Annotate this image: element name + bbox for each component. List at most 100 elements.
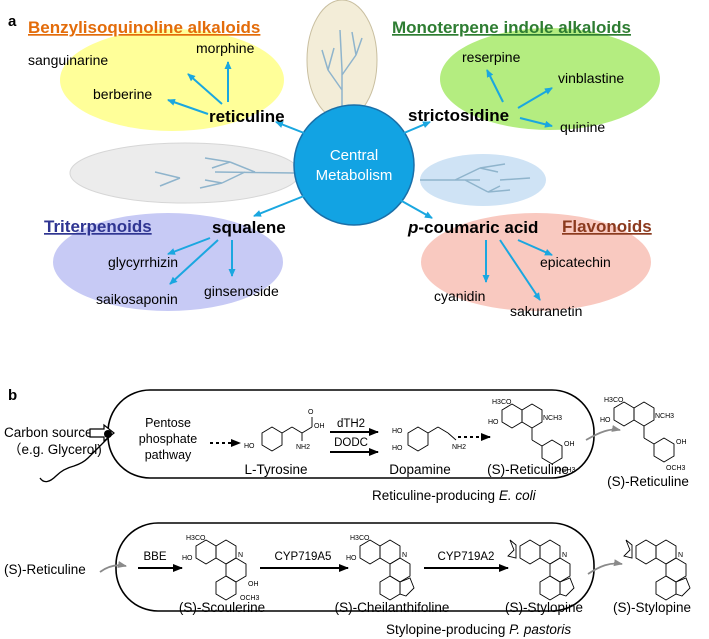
reticuline-outer-h3co: H3CO <box>604 397 624 404</box>
caption-ecoli-prefix: Reticuline-producing <box>372 488 499 503</box>
tyrosine-structure <box>261 417 313 452</box>
hub-coumaric-italic: p <box>407 218 418 237</box>
panel-b-label: b <box>8 387 17 404</box>
pentose-line1: Pentose <box>145 416 191 430</box>
hub-coumaric-acid: p-coumaric acid <box>407 218 538 237</box>
reticuline-outer-och3: OCH3 <box>666 465 686 472</box>
hub-strictosidine: strictosidine <box>408 106 509 125</box>
arrow-strictosidine-reserpine <box>486 69 504 103</box>
panel-a-label: a <box>8 13 17 30</box>
reticuline-inner-structure <box>501 403 563 465</box>
transporter-tail <box>39 437 109 483</box>
label-stylopine-inner: (S)-Stylopine <box>505 600 583 615</box>
arrow-strictosidine-quinine <box>519 117 553 128</box>
import-arrow-reticuline <box>99 561 127 573</box>
reticuline-inner-och3: OCH3 <box>556 467 576 474</box>
arrow-reticuline-sanguinarine <box>187 73 223 105</box>
product-morphine: morphine <box>196 40 255 56</box>
category-benzylisoquinoline: Benzylisoquinoline alkaloids <box>28 18 260 37</box>
scoulerine-och3: OCH3 <box>240 595 260 602</box>
central-label-line1: Central <box>330 147 378 164</box>
caption-ecoli-organism: E. coli <box>499 488 537 503</box>
hub-coumaric-rest: -coumaric acid <box>418 218 538 237</box>
central-label-line2: Metabolism <box>316 167 393 184</box>
scoulerine-h3co: H3CO <box>186 535 206 542</box>
product-sanguinarine: sanguinarine <box>28 52 108 68</box>
reticuline-inner-h3co: H3CO <box>492 399 512 406</box>
stylopine-outer-n: N <box>678 552 683 559</box>
dopamine-structure <box>407 426 457 452</box>
label-cheilanthifoline: (S)-Cheilanthifoline <box>335 600 450 615</box>
caption-ecoli: Reticuline-producing E. coli <box>372 488 537 503</box>
reticuline-outer-ho: HO <box>600 417 611 424</box>
pentose-line2: phosphate <box>139 432 197 446</box>
monoterpene-ellipse <box>440 28 660 130</box>
hub-reticuline: reticuline <box>209 107 285 126</box>
reticuline-inner-oh: OH <box>564 441 575 448</box>
arrow-coumaric-sakuranetin <box>499 239 541 301</box>
benzylisoquinoline-ellipse <box>60 29 284 131</box>
carbon-source-line1: Carbon source <box>4 425 93 440</box>
cheilanthifoline-structure <box>359 539 415 601</box>
arrow-squalene-saikosaponin <box>169 239 219 285</box>
product-cyanidin: cyanidin <box>434 288 485 304</box>
scoulerine-structure <box>195 539 247 601</box>
product-ginsenoside: ginsenoside <box>204 283 279 299</box>
tyrosine-o: O <box>308 409 314 416</box>
label-stylopine-outer: (S)-Stylopine <box>613 600 691 615</box>
pentose-line3: pathway <box>145 448 192 462</box>
cheilanthifoline-h3co: H3CO <box>350 535 370 542</box>
arrow-coumaric-epicatechin <box>517 239 553 256</box>
category-monoterpene: Monoterpene indole alkaloids <box>392 18 631 37</box>
stylopine-outer-structure <box>623 539 691 601</box>
arrow-center-coumaric <box>399 199 433 219</box>
scoulerine-n: N <box>238 552 243 559</box>
right-tree-ellipse <box>420 154 546 206</box>
enzyme-cyp719a2: CYP719A2 <box>438 551 495 563</box>
arrow-reticuline-berberine <box>167 99 209 115</box>
enzyme-cyp719a5: CYP719A5 <box>275 551 332 563</box>
arrow-center-reticuline <box>275 121 305 134</box>
label-dopamine: Dopamine <box>389 462 451 477</box>
tyrosine-nh2: NH2 <box>296 444 310 451</box>
top-tree-ellipse <box>306 0 378 121</box>
dopamine-ho1: HO <box>392 428 403 435</box>
product-saikosaponin: saikosaponin <box>96 291 178 307</box>
enzyme-dodc: DODC <box>334 437 368 449</box>
cheilanthifoline-ho: HO <box>346 555 357 562</box>
arrow-center-strictosidine <box>403 121 431 134</box>
category-flavonoids: Flavonoids <box>562 217 652 236</box>
product-reserpine: reserpine <box>462 49 521 65</box>
reticuline-inner-ho: HO <box>488 419 499 426</box>
product-vinblastine: vinblastine <box>558 70 624 86</box>
pastoris-cell <box>115 522 595 612</box>
carbon-source-line2: （e.g. Glycerol) <box>8 442 102 457</box>
stylopine-inner-structure <box>507 539 575 601</box>
scoulerine-ho: HO <box>182 555 193 562</box>
reticuline-outer-structure <box>613 401 675 463</box>
tyrosine-oh: OH <box>314 423 325 430</box>
product-glycyrrhizin: glycyrrhizin <box>108 254 178 270</box>
transporter-dot <box>104 430 112 438</box>
reticuline-inner-nch3: NCH3 <box>543 415 562 422</box>
arrow-strictosidine-vinblastine <box>517 87 553 109</box>
enzyme-dth2: dTH2 <box>337 418 365 430</box>
export-arrow-reticuline <box>585 425 621 441</box>
reticuline-outer-nch3: NCH3 <box>655 413 674 420</box>
category-triterpenoids: Triterpenoids <box>44 217 152 236</box>
enzyme-bbe: BBE <box>143 551 166 563</box>
export-arrow-stylopine <box>587 559 623 575</box>
product-epicatechin: epicatechin <box>540 254 611 270</box>
stylopine-inner-n: N <box>562 552 567 559</box>
triterpenoids-ellipse <box>53 213 283 311</box>
hub-squalene: squalene <box>212 218 286 237</box>
central-metabolism-node <box>293 104 415 226</box>
label-scoulerine: (S)-Scoulerine <box>179 600 265 615</box>
flavonoids-ellipse <box>421 213 651 311</box>
arrow-center-squalene <box>253 195 305 217</box>
label-l-tyrosine: L-Tyrosine <box>244 462 307 477</box>
caption-pastoris: Stylopine-producing P. pastoris <box>386 622 571 637</box>
label-reticuline-outer: (S)-Reticuline <box>607 474 689 489</box>
dopamine-ho2: HO <box>392 445 403 452</box>
cheilanthifoline-n: N <box>402 552 407 559</box>
